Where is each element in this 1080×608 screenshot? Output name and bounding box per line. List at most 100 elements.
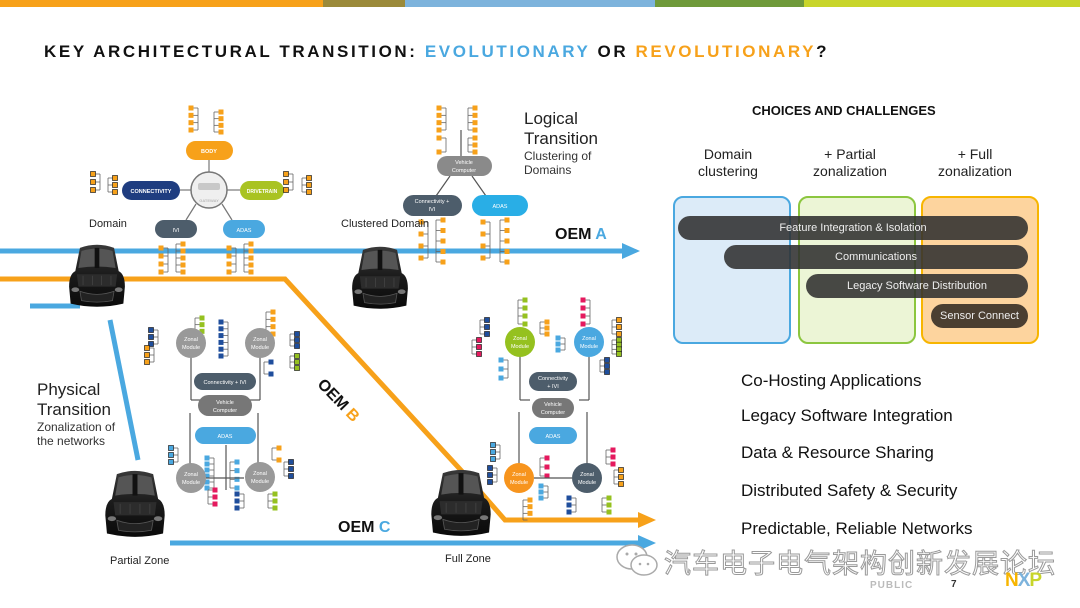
top-bar-segment-orange: [0, 0, 323, 7]
ecu-node: [168, 452, 174, 458]
ecu-node: [527, 504, 533, 510]
ecu-node: [180, 255, 186, 261]
gateway-label: GATEWAY: [199, 198, 219, 203]
ecu-node: [248, 248, 254, 254]
top-bar-segment-blue: [405, 0, 655, 7]
module-label: Module: [510, 480, 528, 486]
ecu-node: [480, 231, 486, 237]
connectivity-ivi-node: [403, 195, 462, 216]
column-header-partial-zonalization: + Partial zonalization: [790, 146, 910, 180]
ecu-node: [226, 245, 232, 251]
ecu-node: [480, 243, 486, 249]
partial-connectivity-ivi-label: Connectivity + IVI: [204, 380, 247, 386]
top-color-bar: [0, 0, 1080, 7]
ecu-node: [199, 328, 205, 334]
zonal-label: Zonal: [512, 472, 526, 478]
ecu-node: [555, 341, 561, 347]
clustered-adas-label: ADAS: [493, 204, 508, 210]
ecu-node: [276, 445, 282, 451]
column-header-line2: clustering: [698, 163, 758, 179]
ecu-node: [112, 182, 118, 188]
partial-zonal-module-tl: [176, 328, 206, 358]
physical-title-1: Physical: [37, 380, 101, 399]
full-connectivity-ivi-node: [529, 372, 577, 391]
ecu-node: [158, 269, 164, 275]
wechat-icon: [616, 544, 658, 576]
ecu-node: [490, 442, 496, 448]
title-prefix: KEY ARCHITECTURAL TRANSITION:: [44, 42, 425, 61]
top-bar-segment-olive: [323, 0, 405, 7]
ecu-node: [436, 149, 442, 155]
ecu-node: [544, 464, 550, 470]
ecu-node: [268, 359, 274, 365]
ecu-node: [522, 313, 528, 319]
partial-adas-label: ADAS: [218, 434, 233, 440]
ecu-node: [248, 241, 254, 247]
page-title: KEY ARCHITECTURAL TRANSITION: EVOLUTIONA…: [44, 42, 829, 62]
ecu-node: [606, 495, 612, 501]
top-bar-segment-lime: [804, 0, 1080, 7]
ecu-node: [204, 485, 210, 491]
challenge-item: Data & Resource Sharing: [741, 443, 934, 462]
ecu-node: [90, 179, 96, 185]
ecu-node: [610, 461, 616, 467]
ecu-node: [472, 120, 478, 126]
challenge-item: Legacy Software Integration: [741, 406, 953, 425]
ecu-node: [618, 474, 624, 480]
ecu-node: [436, 127, 442, 133]
title-evolutionary: EVOLUTIONARY: [424, 42, 591, 61]
ecu-node: [158, 245, 164, 251]
connectivity-label: CONNECTIVITY: [131, 189, 172, 195]
ecu-node: [199, 322, 205, 328]
oem-b-arrowhead: [638, 512, 656, 528]
column-header-line1: + Full: [957, 146, 993, 162]
ecu-node: [440, 249, 446, 254]
ecu-node: [606, 502, 612, 508]
ecu-node: [498, 357, 504, 363]
clustered-domain-car-label: Clustered Domain: [341, 218, 430, 230]
title-suffix: ?: [816, 42, 830, 61]
ecu-node: [283, 171, 289, 177]
ecu-node: [288, 459, 294, 465]
ecu-node: [294, 365, 300, 371]
ecu-node: [504, 217, 510, 223]
ecu-node: [490, 456, 496, 462]
ecu-node: [270, 324, 276, 330]
oem-c-letter: C: [378, 519, 391, 536]
ecu-node: [418, 231, 424, 237]
full-zone-architecture: Zonal Module Zonal Module Connectivity +…: [504, 327, 604, 493]
module-label: Module: [578, 480, 596, 486]
ecu-node: [604, 363, 610, 369]
ecu-node: [616, 351, 622, 357]
top-bar-segment-green: [655, 0, 804, 7]
full-zonal-module-bl: [504, 463, 534, 493]
ecu-node: [148, 327, 154, 333]
oem-a-label: OEM A: [555, 226, 607, 244]
partial-adas-node: [195, 427, 256, 444]
partial-connectivity-ivi-node: [194, 373, 256, 390]
logo-p: P: [1029, 570, 1042, 591]
ecu-node: [472, 142, 478, 148]
ecu-node: [610, 447, 616, 453]
zonal-label: Zonal: [582, 336, 596, 342]
ecu-node: [168, 445, 174, 451]
ecu-node: [504, 249, 510, 254]
ecu-node: [270, 316, 276, 322]
choices-title: CHOICES AND CHALLENGES: [752, 103, 936, 118]
ecu-node: [498, 366, 504, 372]
ecu-node: [272, 491, 278, 497]
ecu-node: [490, 449, 496, 455]
ecu-node: [610, 454, 616, 460]
oem-a-arrowhead: [622, 243, 640, 259]
car-domain: [68, 244, 126, 308]
ecu-node: [218, 346, 224, 352]
ecu-node: [226, 261, 232, 267]
ecu-node: [616, 341, 622, 348]
ecu-node: [504, 259, 510, 265]
ecu-node: [90, 171, 96, 177]
ecu-node: [268, 371, 274, 377]
ecu-node: [604, 369, 610, 375]
ecu-node: [218, 326, 224, 332]
ecu-node: [538, 495, 544, 501]
ecu-node: [180, 269, 186, 275]
